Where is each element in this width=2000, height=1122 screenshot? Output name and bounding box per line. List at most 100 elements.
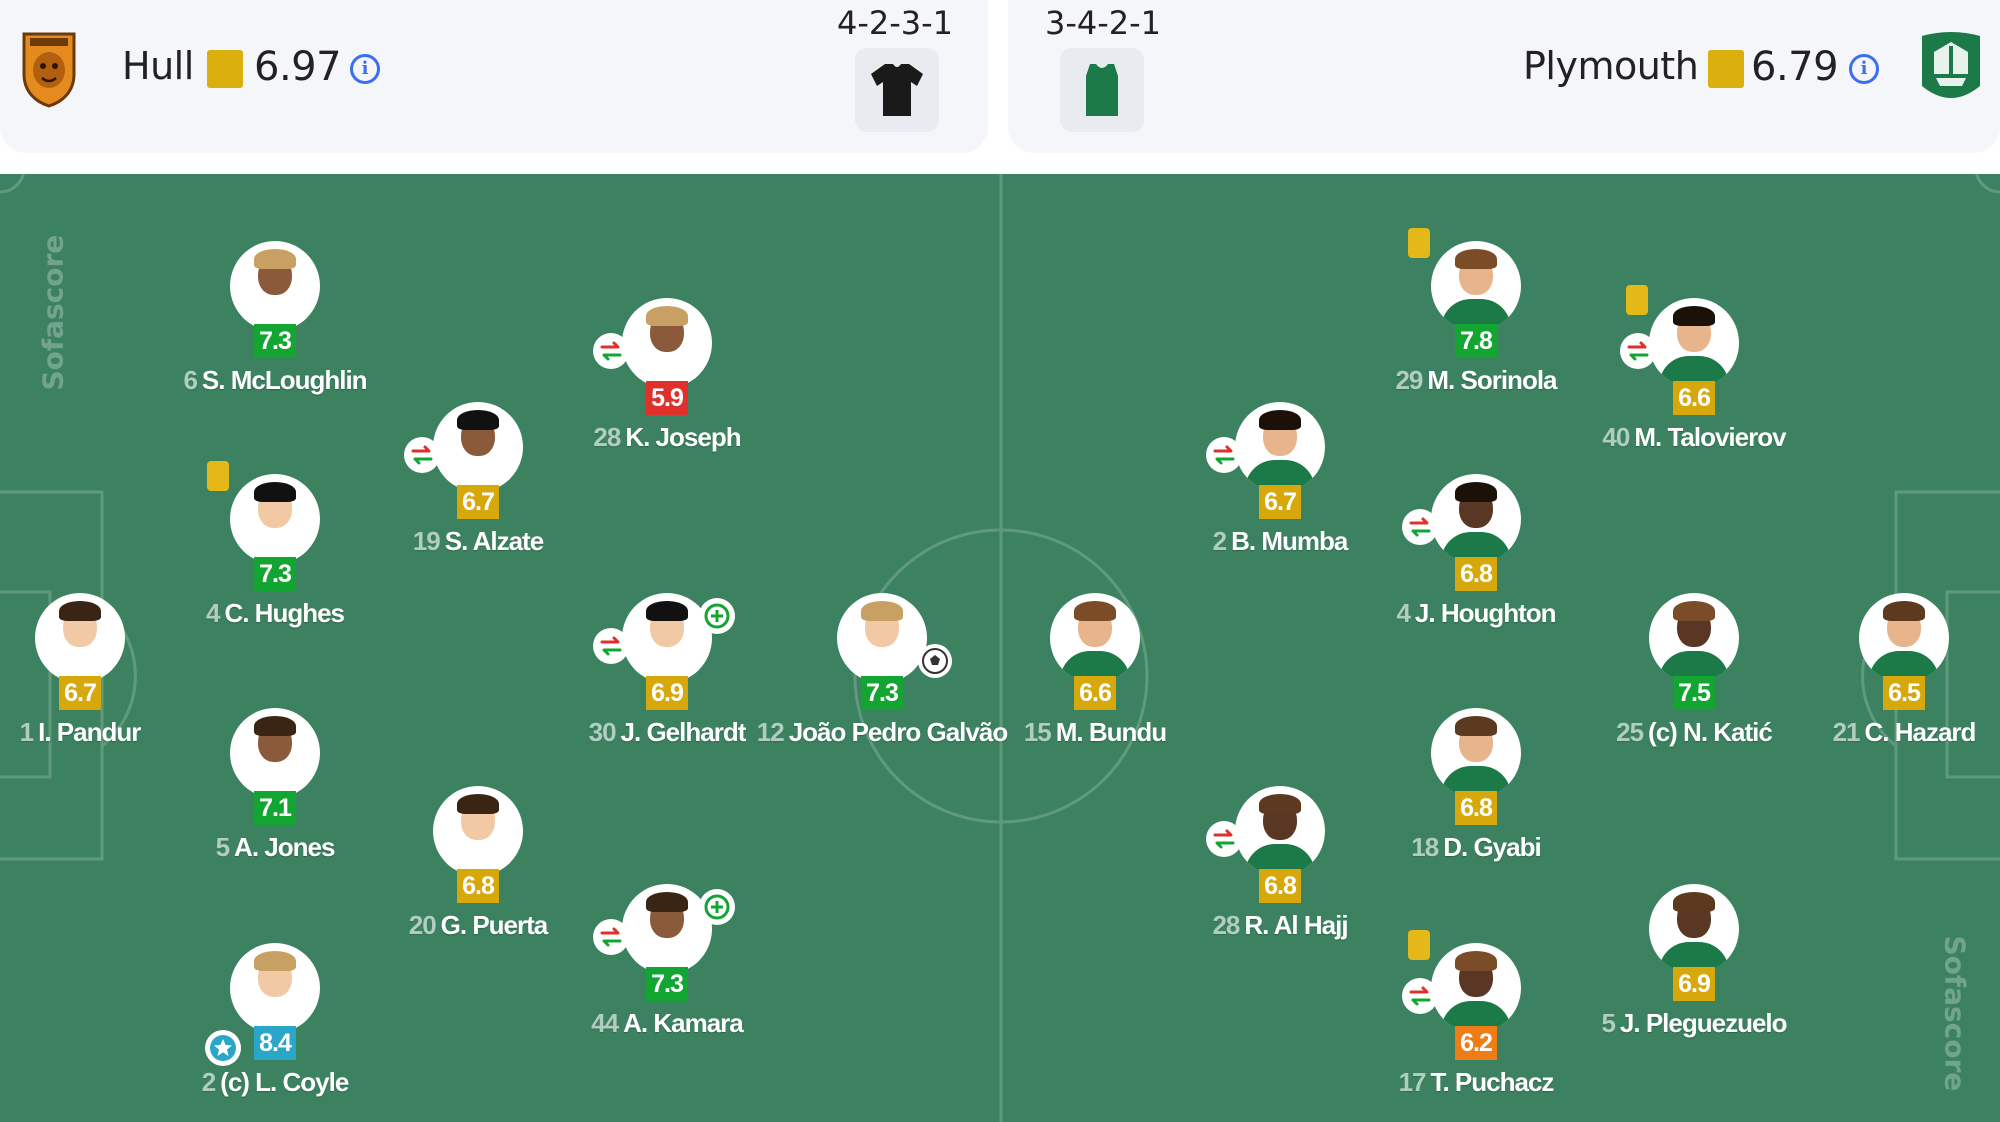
player-avatar[interactable] (622, 593, 712, 683)
substitution-icon (1206, 821, 1242, 857)
player-avatar[interactable] (433, 786, 523, 876)
player-avatar[interactable] (230, 474, 320, 564)
player-avatar[interactable] (1431, 708, 1521, 798)
player-rating: 6.2 (1455, 1026, 1497, 1060)
player-avatar[interactable] (1235, 786, 1325, 876)
player-number: 6 (183, 365, 198, 395)
player-name-text: (c) L. Coyle (220, 1067, 349, 1097)
substitution-icon (1620, 333, 1656, 369)
player-avatar[interactable] (230, 943, 320, 1033)
player-rating: 6.9 (646, 676, 688, 710)
player-number: 20 (408, 910, 437, 940)
player-rating: 6.5 (1883, 676, 1925, 710)
player-name-text: (c) N. Katić (1648, 717, 1773, 747)
player-avatar[interactable] (230, 708, 320, 798)
player-number: 28 (1212, 910, 1240, 940)
player-rating: 6.7 (1259, 485, 1301, 519)
away-kit-icon[interactable] (1060, 48, 1144, 132)
substitution-icon (404, 437, 440, 473)
player-rating: 8.4 (254, 1026, 296, 1060)
player-avatar[interactable] (1050, 593, 1140, 683)
substitution-icon (1402, 509, 1438, 545)
home-team-rating: 6.97 (254, 44, 342, 90)
player-rating: 7.5 (1673, 676, 1715, 710)
assist-icon (699, 889, 735, 925)
player-avatar[interactable] (1431, 241, 1521, 331)
home-formation: 4-2-3-1 (836, 4, 954, 42)
player-number: 12 (756, 717, 785, 747)
player-name-text: G. Puerta (440, 910, 549, 940)
player-number: 28 (593, 422, 621, 452)
player-avatar[interactable] (1431, 474, 1521, 564)
player-avatar[interactable] (230, 241, 320, 331)
player-name-text: I. Pandur (38, 717, 141, 747)
home-team-name[interactable]: Hull (122, 44, 194, 88)
away-formation: 3-4-2-1 (1044, 4, 1162, 42)
substitution-icon (1206, 437, 1242, 473)
substitution-icon (593, 919, 629, 955)
player-number: 2 (201, 1067, 217, 1097)
player-name-text: J. Pleguezuelo (1619, 1008, 1788, 1038)
player-name-text: A. Kamara (623, 1008, 744, 1038)
home-info-icon[interactable]: i (350, 54, 380, 84)
player-rating: 7.8 (1455, 324, 1497, 358)
player-number: 1 (19, 717, 35, 747)
player-name-text: J. Gelhardt (620, 717, 747, 747)
player-name-text: M. Talovierov (1634, 422, 1786, 452)
player-rating: 5.9 (646, 381, 688, 415)
player-avatar[interactable] (1859, 593, 1949, 683)
player-name-text: S. Alzate (444, 526, 544, 556)
player-rating: 6.8 (1455, 791, 1497, 825)
player-avatar[interactable] (1431, 943, 1521, 1033)
player-of-the-match-star-icon (205, 1030, 241, 1066)
player-avatar[interactable] (35, 593, 125, 683)
player-avatar[interactable] (1235, 402, 1325, 492)
player-name[interactable]: 2(c) L. Coyle (125, 1068, 425, 1096)
player-rating: 7.3 (646, 967, 688, 1001)
yellow-card-icon (207, 461, 229, 491)
player-name-text: S. McLoughlin (201, 365, 368, 395)
away-info-icon[interactable]: i (1849, 54, 1879, 84)
player-name-text: C. Hazard (1864, 717, 1977, 747)
player-number: 18 (1411, 832, 1439, 862)
player-avatar[interactable] (622, 298, 712, 388)
player-rating: 7.1 (254, 791, 296, 825)
player-avatar[interactable] (1649, 593, 1739, 683)
player-avatar[interactable] (433, 402, 523, 492)
yellow-card-icon (1408, 930, 1430, 960)
player-avatar[interactable] (622, 884, 712, 974)
player-avatar[interactable] (1649, 884, 1739, 974)
away-team-name[interactable]: Plymouth (1523, 44, 1699, 88)
player-rating: 6.9 (1673, 967, 1715, 1001)
player-rating: 6.7 (59, 676, 101, 710)
player-avatar[interactable] (837, 593, 927, 683)
yellow-card-icon (1626, 285, 1648, 315)
player-name-text: R. Al Hajj (1244, 910, 1348, 940)
player-avatar[interactable] (1649, 298, 1739, 388)
player-number: 40 (1602, 422, 1630, 452)
player-name-text: M. Sorinola (1427, 365, 1557, 395)
player-name[interactable]: 25(c) N. Katić (1544, 718, 1844, 746)
home-kit-icon[interactable] (855, 48, 939, 132)
